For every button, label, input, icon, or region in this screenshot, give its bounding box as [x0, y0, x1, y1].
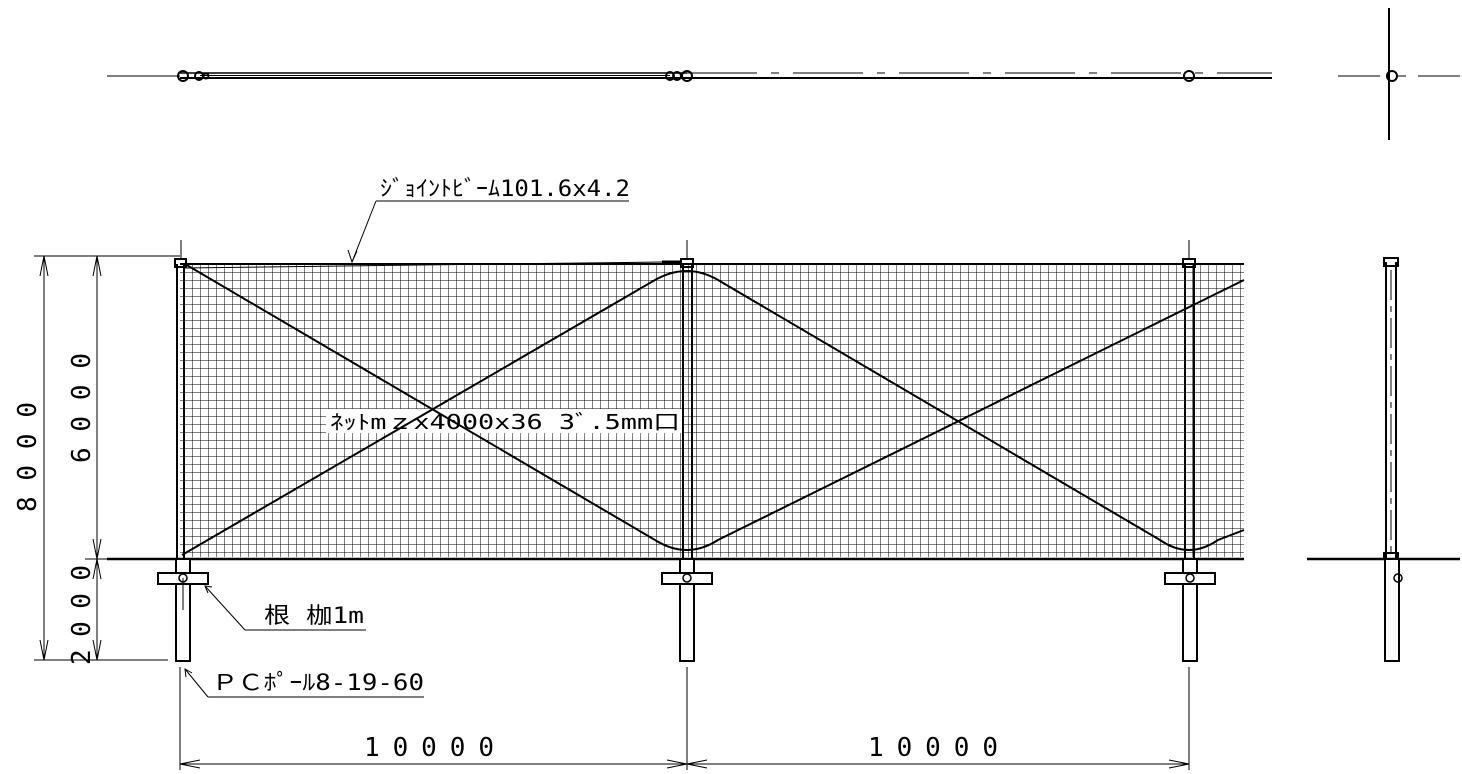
fence-frame [107, 240, 1245, 662]
plan-post-icon [665, 70, 693, 82]
plan-post-icon [177, 70, 210, 82]
joint-beam-label: ｼﾞｮｲﾝﾄﾋﾞｰﾑ101.6x4.2 [380, 177, 630, 202]
pc-pole-label: ＰＣﾎﾟｰﾙ8-19-60 [212, 671, 424, 696]
net-spec-label: ﾈｯﾄmｚx4000x36 3ﾞ.5mm口 [330, 410, 680, 434]
dimension-lines [34, 255, 1190, 770]
leader-lines [184, 200, 629, 698]
foundation-middle [661, 558, 713, 662]
side-elevation [1307, 257, 1460, 662]
foundation-right [1164, 558, 1216, 662]
span-right-dimension: 10000 [868, 733, 998, 763]
net-label-backdrop [326, 409, 682, 433]
span-left-dimension: 10000 [364, 733, 494, 763]
root-beam-label: 根 枷1m [264, 604, 364, 629]
total-height-dimension: 8000 [13, 402, 43, 512]
plan-post-icon [1183, 70, 1195, 82]
plan-view [107, 70, 1272, 82]
net-height-dimension: 6000 [67, 353, 97, 463]
side-plan-post-icon [1386, 70, 1398, 82]
foundation-left [157, 558, 209, 662]
embed-depth-dimension: 2000 [67, 565, 97, 665]
side-plan-view [1338, 8, 1460, 140]
net-panel-right [687, 264, 1244, 557]
